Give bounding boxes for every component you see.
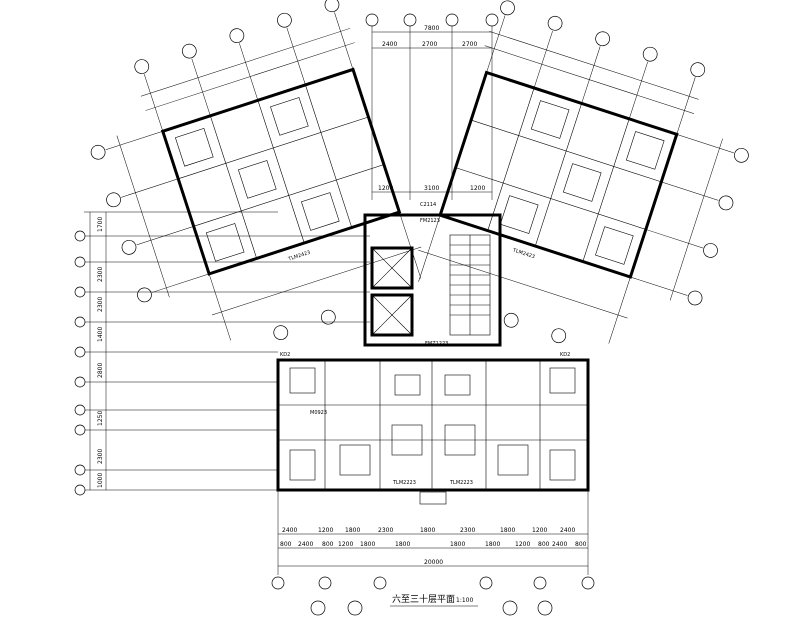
kd2-right-label: KD2	[560, 352, 570, 358]
lower-block: KD2 KD2 M0923 TLM2223 TLM2223	[276, 352, 590, 505]
tlm-wing-right-label: TLM2423	[511, 247, 536, 260]
drawing-title: 六至三十层平面	[392, 593, 455, 605]
bottom-row2-2: 2400	[298, 541, 313, 548]
tlm-wing-left-label: TLM2423	[287, 250, 312, 263]
bottom-row1-9: 2400	[560, 527, 575, 534]
bottom-row1-8: 1200	[532, 527, 547, 534]
left-dim-3: 2300	[97, 297, 104, 312]
left-dim-5: 2800	[97, 363, 104, 378]
left-dim-2: 2300	[97, 267, 104, 282]
bottom-row1-5: 1800	[420, 527, 435, 534]
bottom-row2-9: 1200	[515, 541, 530, 548]
stair-treads	[450, 235, 490, 335]
bottom-row1-4: 2300	[378, 527, 393, 534]
bottom-dimension-chain: 2400 1200 1800 2300 1800 2300 1800 1200 …	[271, 490, 595, 616]
kd2-left-label: KD2	[280, 352, 290, 358]
left-dim-4: 1400	[97, 327, 104, 342]
bottom-row2-3: 800	[322, 541, 334, 548]
left-dimension-chain: 1700 2300 2300 1400 2800 1250 2300 1000	[74, 211, 370, 496]
tlm-left-label: TLM2223	[392, 480, 416, 486]
bottom-row2-1: 800	[280, 541, 292, 548]
bottom-row2-8: 1800	[485, 541, 500, 548]
left-dim-1: 1700	[97, 217, 104, 232]
core: 1200 3100 1200 C2114 FM2123 FMZ1223	[363, 185, 502, 347]
left-wing: TLM2423	[90, 0, 422, 341]
bottom-row2-7: 1800	[450, 541, 465, 548]
fmz-label: FMZ1223	[425, 341, 448, 347]
bottom-row1-1: 2400	[282, 527, 297, 534]
bottom-row1-6: 2300	[460, 527, 475, 534]
left-dim-7: 2300	[97, 449, 104, 464]
bottom-overall-dimension: 20000	[424, 559, 443, 566]
bottom-row2-4: 1200	[338, 541, 353, 548]
top-dimension-chain: 7800 2400 2700 2700	[365, 13, 499, 200]
top-dim-1: 2400	[382, 41, 397, 48]
left-dim-8: 1000	[97, 473, 104, 488]
bottom-row2-5: 1800	[360, 541, 375, 548]
core-dim-1: 1200	[378, 185, 393, 192]
core-dim-3: 1200	[470, 185, 485, 192]
bottom-row2-10: 800	[538, 541, 550, 548]
bottom-row1-2: 1200	[318, 527, 333, 534]
c2114-label: C2114	[420, 202, 436, 208]
top-overall-dimension: 7800	[424, 25, 439, 32]
bottom-row2-11: 2400	[552, 541, 567, 548]
top-dim-2: 2700	[422, 41, 437, 48]
bottom-row2-6: 1800	[395, 541, 410, 548]
drawing-scale: 1:100	[456, 597, 473, 604]
bottom-row2-12: 800	[575, 541, 587, 548]
core-dim-2: 3100	[424, 185, 439, 192]
left-dim-6: 1250	[97, 411, 104, 426]
tlm-right-label: TLM2223	[449, 480, 473, 486]
drawing-title-block: 六至三十层平面 1:100	[390, 593, 478, 607]
m0923-label: M0923	[310, 410, 327, 416]
top-dim-3: 2700	[462, 41, 477, 48]
bottom-row1-7: 1800	[500, 527, 515, 534]
right-wing: TLM2423	[418, 0, 749, 344]
fm-core-label: FM2123	[420, 218, 440, 224]
bottom-row1-3: 1800	[345, 527, 360, 534]
